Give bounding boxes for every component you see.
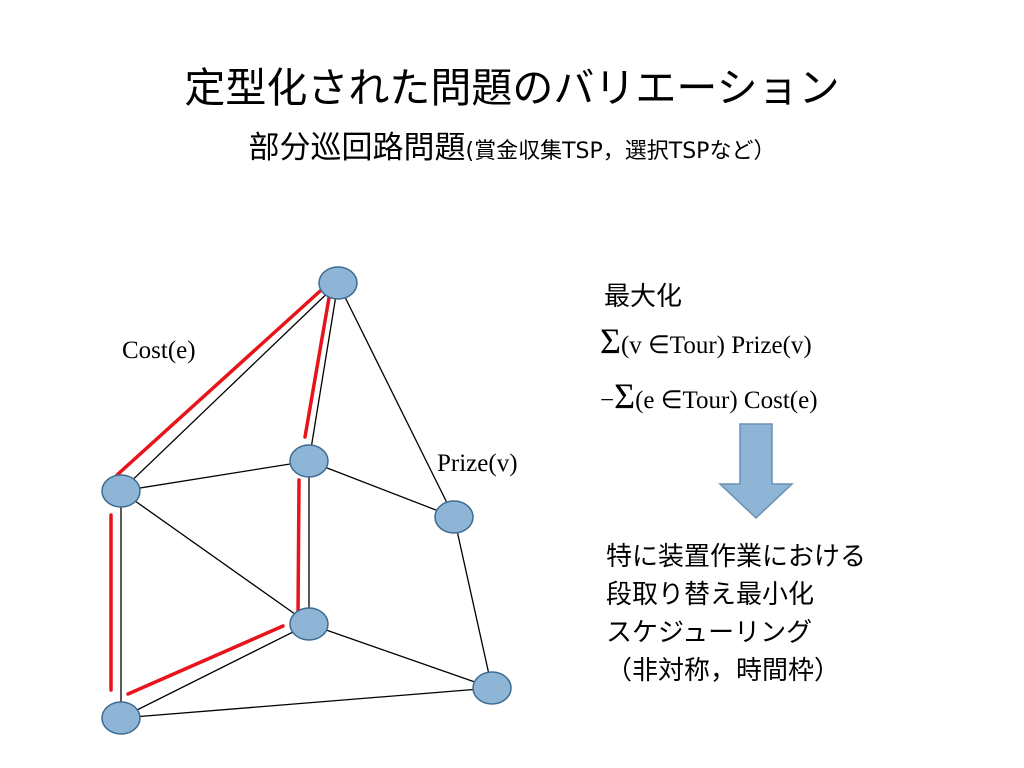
tour-path [109,281,332,696]
graph-edge [120,460,310,492]
objective-prize-term: Σ(v ∈Tour) Prize(v) [600,320,812,362]
maximize-label: 最大化 [604,282,683,312]
subtitle-paren-close: ） [753,139,776,164]
graph-edge [337,282,455,518]
slide-subtitle: 部分巡回路問題(賞金収集TSP，選択TSPなど） [0,128,1024,172]
tour-edge [296,478,301,619]
graph-edge [120,282,339,492]
graph-node [101,474,141,508]
graph-nodes [101,266,512,735]
graph-node [289,444,329,478]
tour-edge [303,290,332,439]
graph-edge [308,282,339,462]
graph-node [318,266,358,300]
application-description: 特に装置作業における 段取り替え最小化 スケジューリング （非対称，時間枠） [606,538,866,690]
graph-edge [120,623,310,719]
graph-edge [453,516,493,689]
subtitle-main: 部分巡回路問題 [248,130,466,166]
graph-edge [120,490,310,625]
cost-sum-term: (e ∈Tour) Cost(e) [635,387,818,414]
sigma-symbol: Σ [614,376,636,416]
cost-label: Cost(e) [122,337,196,364]
graph-node [472,671,512,705]
down-arrow-icon [718,423,794,520]
application-line: スケジューリング [606,618,813,648]
graph-edge [120,687,493,719]
tour-edge [115,281,331,477]
slide-title: 定型化された問題のバリエーション [184,64,840,112]
graph-edge [308,623,493,689]
prize-label: Prize(v) [437,450,518,477]
graph-node [101,701,141,735]
minus-sign: − [600,387,615,414]
graph-edges [120,282,493,719]
graph-node [289,607,329,641]
sigma-symbol: Σ [600,321,621,361]
graph-node [434,500,474,534]
graph-edge [308,460,455,518]
tour-edge [126,624,285,696]
objective-cost-term: −Σ(e ∈Tour) Cost(e) [600,375,818,417]
subtitle-paren-open: ( [465,139,475,164]
application-line: （非対称，時間枠） [606,656,841,686]
subtitle-variants: 賞金収集TSP，選択TSPなど [474,139,754,164]
application-line: 特に装置作業における [606,542,867,572]
prize-sum-term: (v ∈Tour) Prize(v) [620,332,812,359]
application-line: 段取り替え最小化 [606,580,815,610]
